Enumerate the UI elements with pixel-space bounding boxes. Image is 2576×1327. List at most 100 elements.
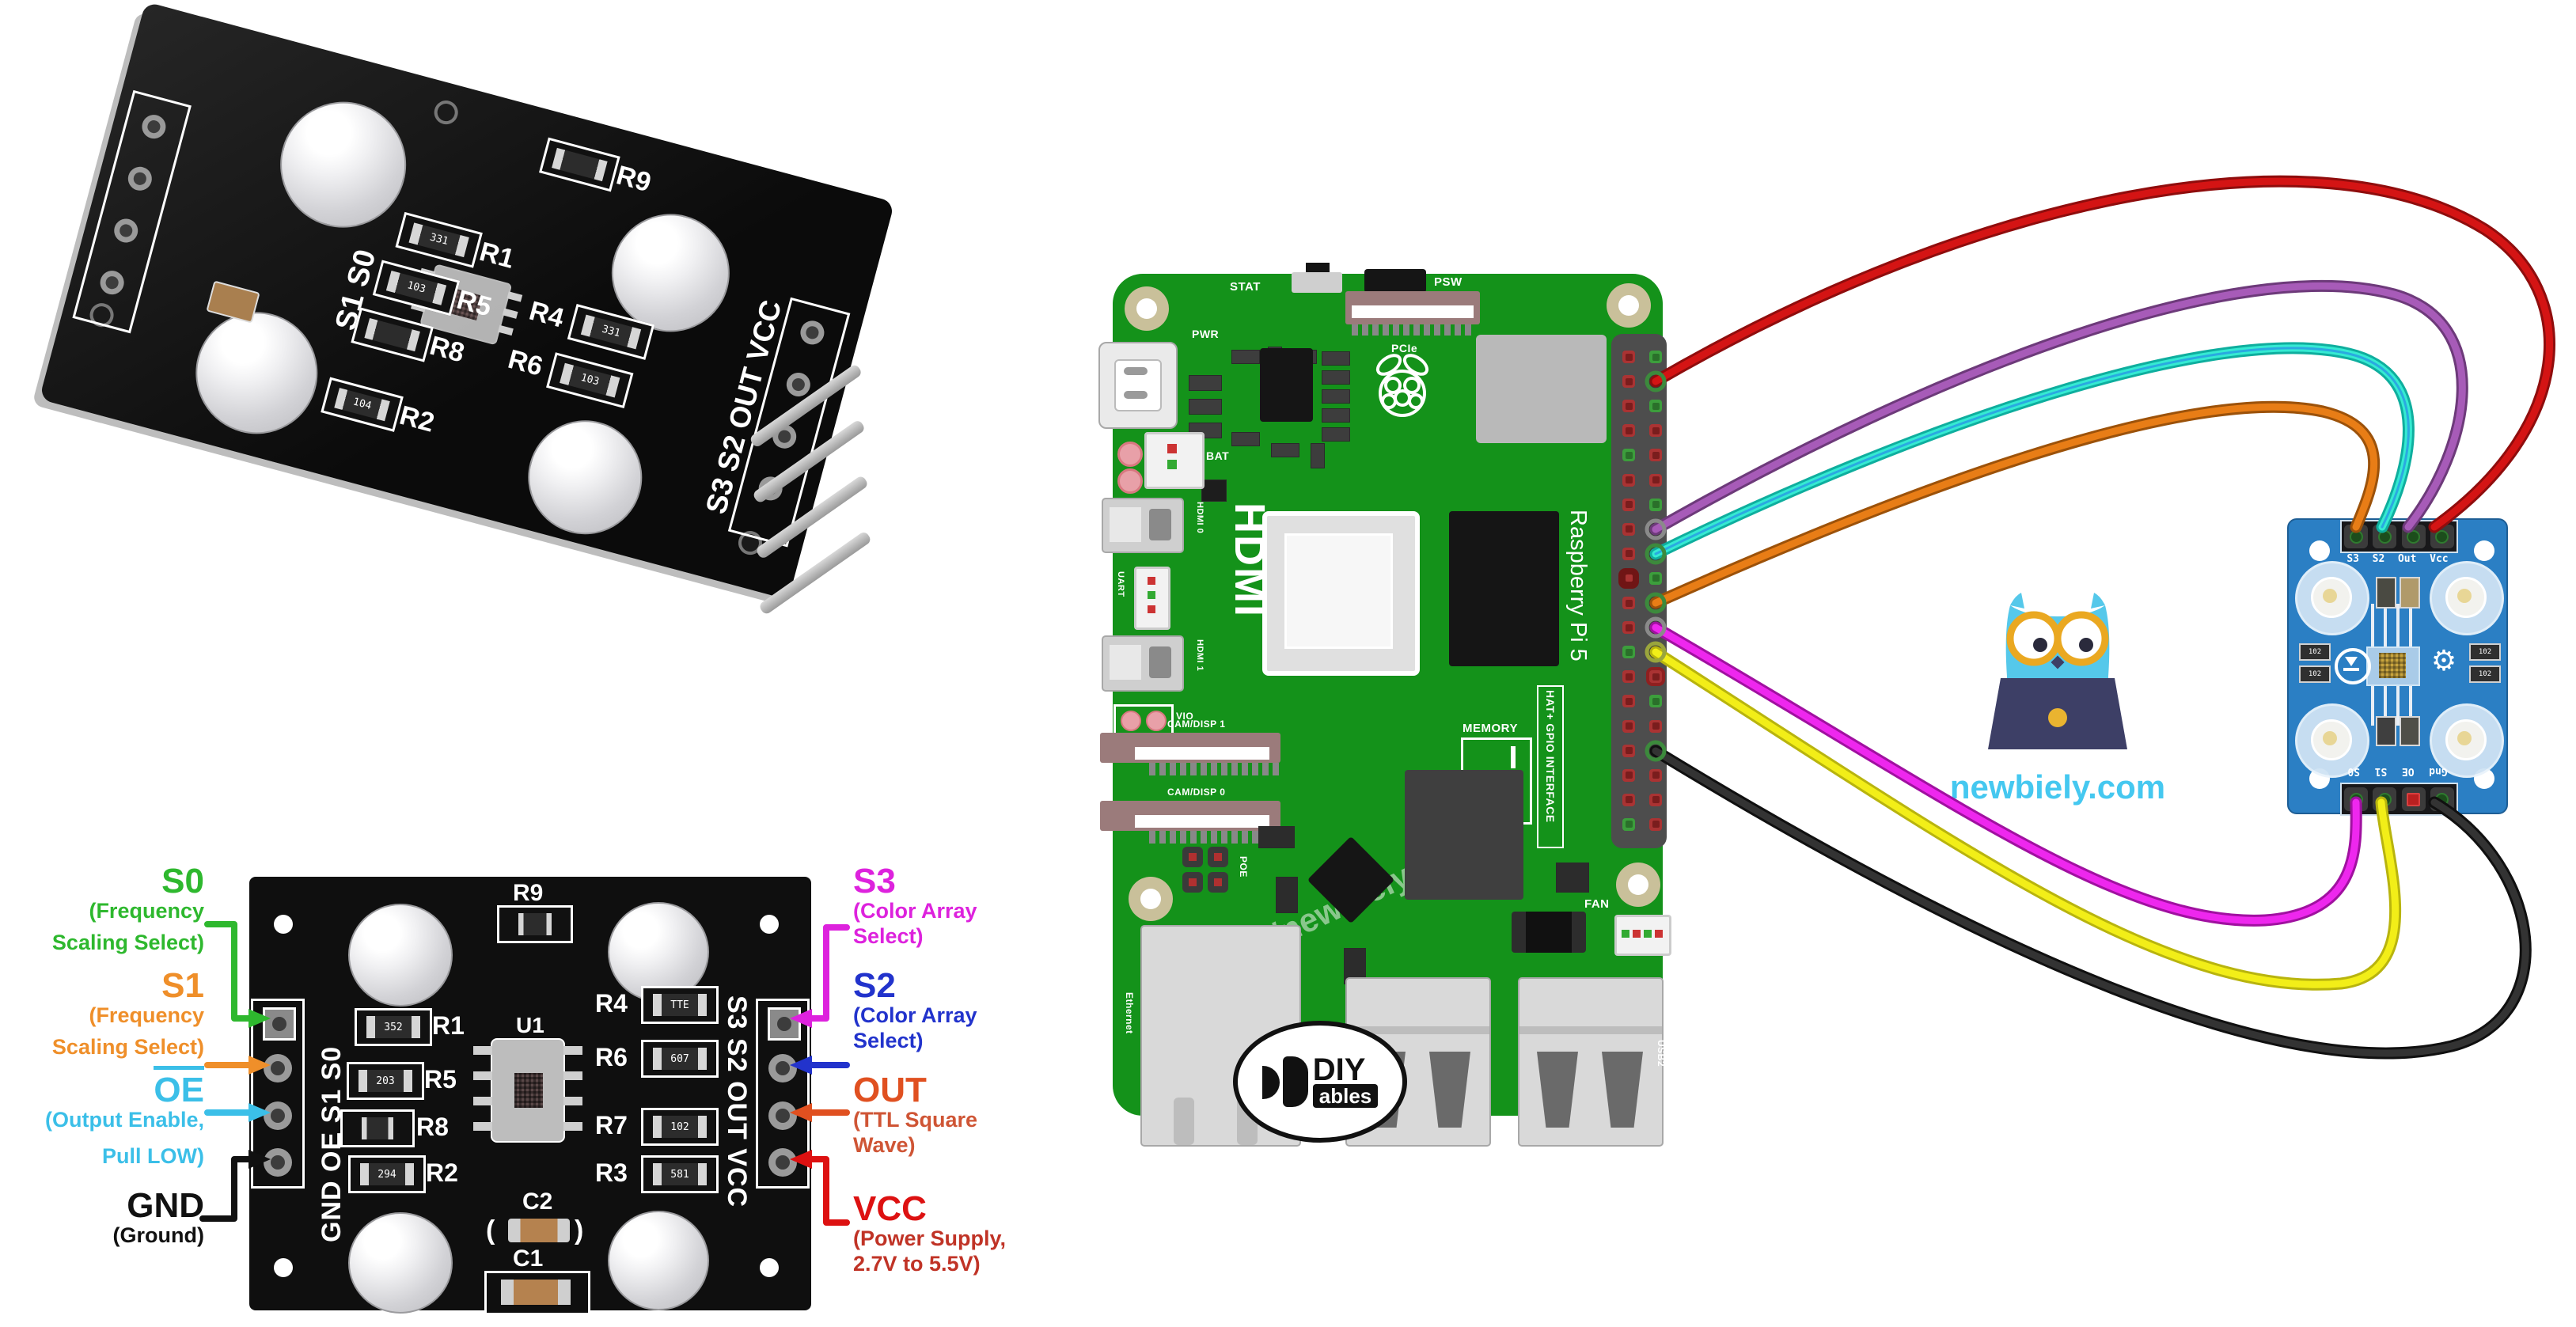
- label-r6: R6: [595, 1043, 628, 1071]
- label-vio: VIO: [1176, 711, 1194, 722]
- sensor-bottom-labels: Gnd OE S1 S0: [2347, 765, 2448, 777]
- chip-leg: [563, 1122, 582, 1131]
- mount-hole: [760, 915, 779, 934]
- gnd-arrow: [199, 1156, 252, 1222]
- resistor-r1: 352: [355, 1008, 432, 1046]
- tcs3200-module: S3 S2 Out Vcc: [2287, 518, 2508, 816]
- pin-label-oe: OE (Output Enable,: [16, 1066, 204, 1133]
- gpio-pin: [1649, 817, 1662, 831]
- gpio-pin: [1622, 473, 1635, 487]
- resistor-r6: 607: [641, 1040, 719, 1078]
- newbiely-text: newbiely.com: [1949, 768, 2166, 806]
- gpio-pin: [1622, 375, 1635, 389]
- gpio-pin: [1649, 375, 1662, 389]
- fan-fpc: [1512, 912, 1586, 953]
- capacitor-c1: [501, 1280, 571, 1305]
- pin-label-s0-desc2: Scaling Select): [51, 931, 204, 954]
- chip-leg: [473, 1097, 492, 1105]
- resistor: [2376, 716, 2396, 746]
- label-r4: R4: [595, 989, 628, 1018]
- gpio-pin: [1649, 719, 1662, 733]
- vcc-wire: [1649, 175, 2555, 533]
- label-r8: R8: [416, 1113, 449, 1141]
- wireless-module: [1476, 335, 1607, 443]
- camdisp0-pins: [1149, 831, 1280, 844]
- resistor-r2: 294: [348, 1155, 426, 1193]
- gear-icon: ⚙: [2430, 644, 2457, 677]
- gpio-pin: [1649, 744, 1662, 757]
- label-c1: C1: [513, 1245, 544, 1272]
- gpio-pin: [1622, 695, 1635, 708]
- newbiely-logo: newbiely.com: [1939, 582, 2176, 819]
- gpio-pin: [1622, 424, 1635, 438]
- tcs3200-chip: [2366, 646, 2420, 686]
- label-camdisp0: CAM/DISP 0: [1167, 787, 1226, 798]
- gpio-pin: [1649, 424, 1662, 438]
- resistor-r5: 203: [347, 1062, 424, 1100]
- gpio-pin: [1622, 744, 1635, 757]
- pcie-pins: [1352, 324, 1475, 336]
- capacitor: [2376, 577, 2396, 609]
- diyables-glyph: [1261, 1056, 1308, 1107]
- label-pwr: PWR: [1192, 328, 1220, 340]
- label-pcie: PCIe: [1391, 342, 1418, 354]
- gpio-pin: [1649, 571, 1662, 585]
- gpio-pin: [1649, 400, 1662, 413]
- u1-chip: [473, 1038, 582, 1143]
- mount-hole: [760, 1258, 779, 1277]
- gpio-pin: [1622, 522, 1635, 536]
- chip-leg: [473, 1046, 492, 1055]
- c2-paren-left: (: [486, 1215, 495, 1245]
- label-r1: R1: [432, 1011, 465, 1040]
- camdisp1-connector: [1100, 733, 1280, 763]
- s3-wire: [1649, 400, 2381, 609]
- gpio-pin: [1622, 768, 1635, 782]
- gpio-pin: [1649, 351, 1662, 363]
- label-r2: R2: [426, 1158, 458, 1187]
- gpio-pin: [1622, 400, 1635, 413]
- c1-outline: [484, 1271, 590, 1315]
- gpio-pin: [1622, 817, 1635, 831]
- pcie-latch: [1352, 305, 1474, 318]
- camdisp0-connector: [1100, 801, 1280, 831]
- gpio-pin: [1649, 547, 1662, 560]
- resistor-r7: 102: [641, 1108, 719, 1146]
- led: [608, 1211, 709, 1310]
- gpio-pin: [1622, 597, 1635, 609]
- sensor-top-labels: S3 S2 Out Vcc: [2346, 553, 2449, 565]
- psw-button: [1364, 269, 1426, 293]
- gpio-pin: [1622, 793, 1635, 806]
- pin-label-s0: S0 (Frequency: [89, 862, 204, 923]
- led: [608, 902, 709, 1002]
- chip: [1405, 770, 1523, 900]
- c2-paren-right: ): [575, 1215, 584, 1245]
- mount-hole: [274, 1258, 293, 1277]
- capacitor: [2400, 577, 2420, 609]
- soc-chip: [1262, 511, 1420, 676]
- mount-hole: [2474, 540, 2494, 561]
- sensor-grid: [514, 1073, 543, 1108]
- chip: [1260, 348, 1313, 422]
- led-symbol-icon: [2335, 648, 2371, 684]
- gpio-pin: [1649, 449, 1662, 462]
- led: [348, 904, 453, 1007]
- vcc-arrow: [809, 1156, 850, 1226]
- usb-c-power-port: [1098, 342, 1178, 429]
- pin-block-right: [756, 999, 810, 1189]
- gpio-pin: [1622, 621, 1635, 635]
- diyables-diy-text: DIY: [1312, 1052, 1366, 1087]
- resistor-r4: TTE: [641, 986, 719, 1024]
- s0-arrow: [204, 921, 252, 1022]
- resistor-r9: [497, 905, 573, 943]
- resistor-r3: 581: [641, 1155, 719, 1193]
- sensor-bottom-header: [2340, 783, 2458, 816]
- diyables-logo: DIY ables: [1233, 1021, 1407, 1143]
- pin-label-gnd: GND (Ground): [112, 1186, 204, 1248]
- s3-arrow: [809, 924, 850, 1022]
- pad: [1117, 442, 1143, 467]
- label-psw: PSW: [1434, 275, 1463, 289]
- label-r9: R9: [513, 880, 544, 906]
